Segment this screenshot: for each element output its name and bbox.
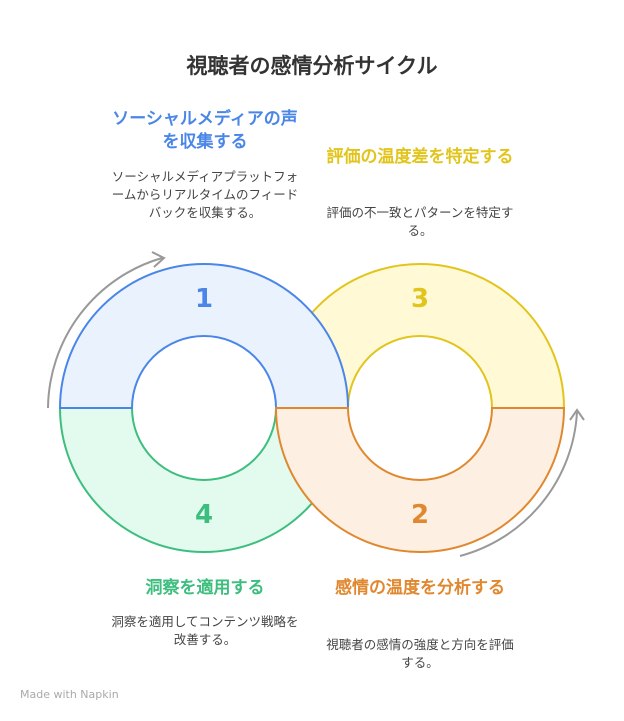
made-with-napkin-footer[interactable]: Made with Napkin (20, 688, 119, 701)
cycle-arrow-right (459, 411, 578, 557)
step-number-2: 2 (410, 500, 430, 530)
step-heading-4: 洞察を適用する (145, 578, 265, 598)
step-heading-1: ソーシャルメディアの声を収集する (112, 109, 298, 152)
arrowhead-left-icon (151, 251, 166, 268)
cycle-arrow-left (47, 257, 163, 409)
step-description-4: 洞察を適用してコンテンツ戦略を改善する。 (111, 614, 299, 647)
step-description-3: 評価の不一致とパターンを特定する。 (326, 205, 514, 238)
step-description-1: ソーシャルメディアプラットフォームからリアルタイムのフィードバックを収集する。 (111, 169, 299, 220)
ring-segment-3 (274, 263, 566, 409)
step-number-4: 4 (194, 500, 214, 530)
step-description-2: 視聴者の感情の強度と方向を評価する。 (326, 637, 514, 670)
arrowhead-right-icon (569, 408, 585, 421)
ring-segment-1 (58, 263, 350, 409)
step-heading-3: 評価の温度差を特定する (326, 147, 514, 167)
step-heading-2: 感情の温度を分析する (335, 578, 505, 598)
ring-segment-2 (274, 407, 566, 553)
step-number-3: 3 (410, 284, 430, 314)
diagram-title: 視聴者の感情分析サイクル (186, 54, 438, 78)
step-number-1: 1 (194, 284, 214, 314)
